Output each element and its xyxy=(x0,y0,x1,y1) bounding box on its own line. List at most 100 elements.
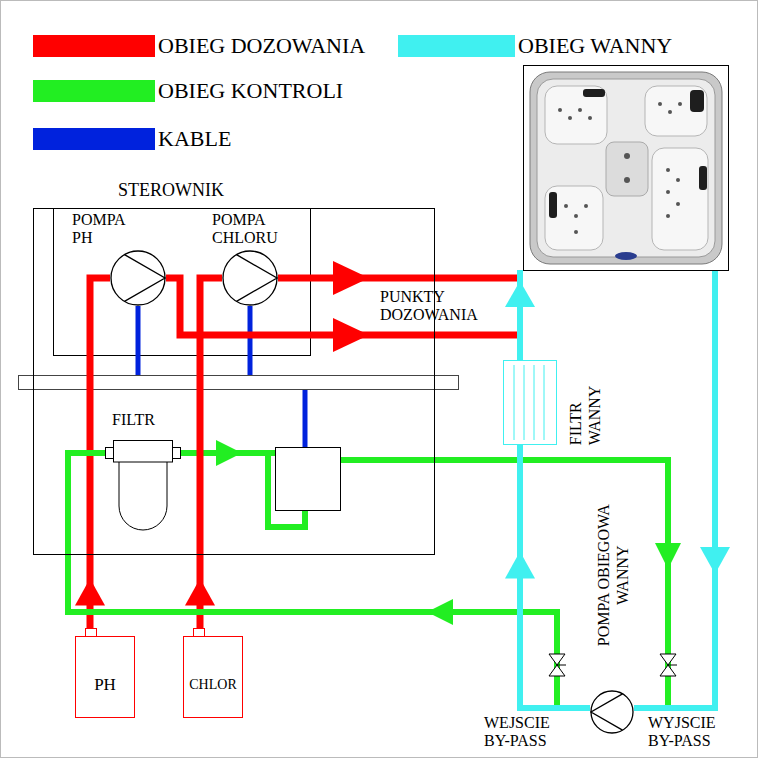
arrowhead xyxy=(427,599,453,625)
node-label: STEROWNIK xyxy=(118,180,224,202)
filter-housing: FILTR xyxy=(113,440,173,532)
filter-head xyxy=(114,441,173,463)
spa-seat xyxy=(645,86,707,136)
spa-jet xyxy=(678,102,682,106)
cartridge-outline xyxy=(504,361,556,444)
spa-jet xyxy=(564,204,568,208)
legend-swatch xyxy=(33,80,155,102)
spa-jet xyxy=(568,116,572,120)
pipe-line xyxy=(68,453,590,708)
filter-fitting xyxy=(106,448,114,459)
legend-item: OBIEG KONTROLI xyxy=(33,80,343,102)
spa-footwell xyxy=(606,142,648,196)
filter-pleat xyxy=(514,365,515,440)
pump-symbol: POMPA PH xyxy=(110,250,166,306)
legend-swatch xyxy=(398,35,515,57)
spa-rim xyxy=(530,72,722,264)
spa-jet xyxy=(658,102,662,106)
pump-outline xyxy=(222,250,278,306)
spa-picture xyxy=(524,66,729,271)
filter-pleat xyxy=(524,365,525,440)
valve-handle xyxy=(668,665,677,666)
valve-symbol xyxy=(549,654,566,676)
chemical-tank: CHLOR xyxy=(183,636,243,718)
spa-frame xyxy=(524,66,729,271)
spa-jet xyxy=(558,108,562,112)
valve-handle xyxy=(557,665,566,666)
pipe-line xyxy=(200,278,222,636)
spa-jets xyxy=(558,102,682,234)
spa-jet xyxy=(666,168,670,172)
filter-fitting xyxy=(173,448,181,459)
spa-pillow xyxy=(549,192,557,218)
pipe-connector xyxy=(185,278,222,636)
spa-jet xyxy=(574,214,578,218)
controller-box: STEROWNIKPOMPA PHPOMPA CHLORUFILTR xyxy=(33,208,435,555)
valve-half xyxy=(549,665,565,676)
cable xyxy=(303,390,308,447)
pump-impeller xyxy=(237,255,278,302)
flow-arrow xyxy=(216,440,242,466)
spa-jet xyxy=(668,110,672,114)
cable xyxy=(248,306,253,375)
flow-arrow xyxy=(700,547,730,574)
label-anchor: WYJSCIE BY-PASS xyxy=(648,714,738,751)
node-label: PH xyxy=(94,675,116,695)
pump-circle xyxy=(223,251,277,305)
filter-pleat xyxy=(534,365,535,440)
flow-arrow xyxy=(655,543,681,569)
dosing-pipe xyxy=(278,275,520,282)
spa-pillow xyxy=(699,166,707,190)
node-label: FILTR xyxy=(112,410,155,429)
pump-circle xyxy=(111,251,165,305)
node-label: POMPA OBIEGOWA WANNY xyxy=(594,488,632,663)
spa-jet xyxy=(588,116,592,120)
spa-pillow xyxy=(583,89,605,97)
pipe-connector xyxy=(505,445,590,708)
valve-half xyxy=(660,665,676,676)
flow-arrow xyxy=(333,318,369,352)
arrowhead xyxy=(505,552,535,579)
flow-arrow xyxy=(333,261,369,295)
legend-label: OBIEG DOZOWANIA xyxy=(158,35,365,57)
node-label: FILTR WANNY xyxy=(566,365,604,445)
mounting-rail xyxy=(19,376,459,390)
valve-half xyxy=(549,654,565,665)
spa-seat xyxy=(545,186,603,250)
spa-shell xyxy=(537,79,715,257)
pump-outline xyxy=(110,250,166,306)
pump-impeller xyxy=(125,255,166,302)
pump-symbol: POMPA CHLORU xyxy=(222,250,278,306)
diagram-label: WYJSCIE BY-PASS xyxy=(648,714,738,751)
label-anchor: PUNKTY DOZOWANIA xyxy=(380,288,505,325)
filter-outline xyxy=(113,440,173,532)
spa-jet xyxy=(578,108,582,112)
legend-swatch xyxy=(33,128,155,150)
control-pipe xyxy=(340,460,668,708)
spa-filter: FILTR WANNY xyxy=(503,360,557,445)
spa-pipe xyxy=(634,270,715,708)
diagram-label: PUNKTY DOZOWANIA xyxy=(380,288,505,325)
spa-jet xyxy=(574,230,578,234)
legend-item: OBIEG DOZOWANIA xyxy=(33,35,365,57)
pipe-connector xyxy=(75,278,110,636)
spa-pillow xyxy=(690,90,704,112)
flow-arrow xyxy=(505,281,535,307)
legend-label: OBIEG KONTROLI xyxy=(158,80,343,102)
pipe-connector xyxy=(68,453,590,708)
valve-half xyxy=(660,654,676,665)
spa-lounger xyxy=(652,148,708,250)
node-label: CHLOR xyxy=(189,677,236,694)
filter-pleat xyxy=(544,365,545,440)
spa-jet xyxy=(584,204,588,208)
spa-jet xyxy=(624,153,630,159)
spa-seat xyxy=(545,86,607,144)
spa-jet xyxy=(676,202,680,206)
circulation-pump: POMPA OBIEGOWA WANNY xyxy=(590,690,634,734)
spa-jet xyxy=(666,190,670,194)
pump-impeller xyxy=(591,694,623,730)
